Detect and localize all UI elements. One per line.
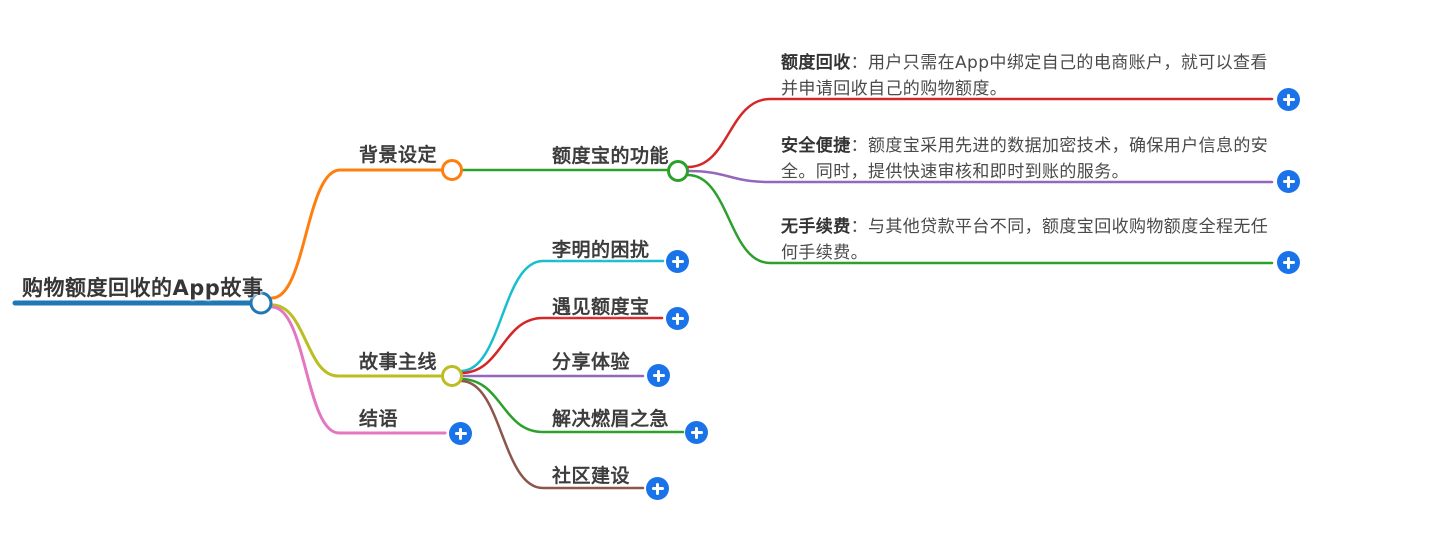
add-button-share-experience[interactable] [647, 364, 670, 387]
leaf-safe-convenient-term: 安全便捷 [781, 136, 851, 156]
child-label-li-ming-trouble[interactable]: 李明的困扰 [552, 239, 650, 261]
leaf-safe-convenient-desc: ：额度宝采用先进的数据加密技术，确保用户信息的安全。同时，提供快速审核和即时到账… [781, 136, 1269, 182]
link-quota-recycle [686, 97, 1274, 169]
add-button-solve-urgency[interactable] [685, 421, 708, 444]
child-label-share-experience[interactable]: 分享体验 [552, 351, 631, 373]
collapse-circle-root[interactable] [249, 291, 273, 315]
add-button-safe-convenient[interactable] [1277, 170, 1300, 193]
branch-label-conclusion[interactable]: 结语 [359, 408, 399, 430]
leaf-quota-recycle-term: 额度回收 [781, 53, 851, 73]
link-conclusion [270, 305, 447, 435]
child-label-community-building[interactable]: 社区建设 [552, 465, 631, 487]
add-button-quota-recycle[interactable] [1277, 88, 1300, 111]
link-safe-convenient [686, 169, 1274, 184]
link-no-fee [686, 173, 1274, 265]
add-button-no-fee[interactable] [1277, 251, 1300, 274]
link-community-building [459, 379, 645, 490]
leaf-safe-convenient[interactable]: 安全便捷：额度宝采用先进的数据加密技术，确保用户信息的安全。同时，提供快速审核和… [781, 133, 1281, 185]
add-button-community-building[interactable] [646, 477, 669, 500]
leaf-no-fee[interactable]: 无手续费：与其他贷款平台不同，额度宝回收购物额度全程无任何手续费。 [781, 214, 1281, 266]
add-button-meet-edubao[interactable] [666, 307, 689, 330]
collapse-circle-story-main[interactable] [441, 365, 463, 387]
leaf-no-fee-term: 无手续费 [781, 217, 851, 237]
branch-label-background-setting[interactable]: 背景设定 [359, 144, 438, 166]
link-meet-edubao [459, 316, 664, 375]
collapse-circle-background-setting[interactable] [441, 159, 463, 181]
add-button-li-ming-trouble[interactable] [666, 250, 689, 273]
child-label-meet-edubao[interactable]: 遇见额度宝 [552, 296, 650, 318]
add-button-conclusion[interactable] [449, 422, 472, 445]
child-label-solve-urgency[interactable]: 解决燃眉之急 [552, 408, 670, 430]
node-label-quota-features[interactable]: 额度宝的功能 [552, 145, 670, 167]
root-topic-label[interactable]: 购物额度回收的App故事 [22, 276, 264, 300]
link-background-setting [270, 168, 445, 300]
link-li-ming-trouble [459, 259, 665, 373]
leaf-quota-recycle[interactable]: 额度回收：用户只需在App中绑定自己的电商账户，就可以查看并申请回收自己的购物额… [781, 50, 1281, 102]
link-story-main [270, 303, 445, 378]
branch-label-story-main[interactable]: 故事主线 [359, 351, 438, 373]
leaf-quota-recycle-desc: ：用户只需在App中绑定自己的电商账户，就可以查看并申请回收自己的购物额度。 [781, 53, 1268, 99]
leaf-no-fee-desc: ：与其他贷款平台不同，额度宝回收购物额度全程无任何手续费。 [781, 217, 1269, 263]
link-solve-urgency [459, 377, 685, 434]
collapse-circle-quota-features[interactable] [667, 160, 689, 182]
